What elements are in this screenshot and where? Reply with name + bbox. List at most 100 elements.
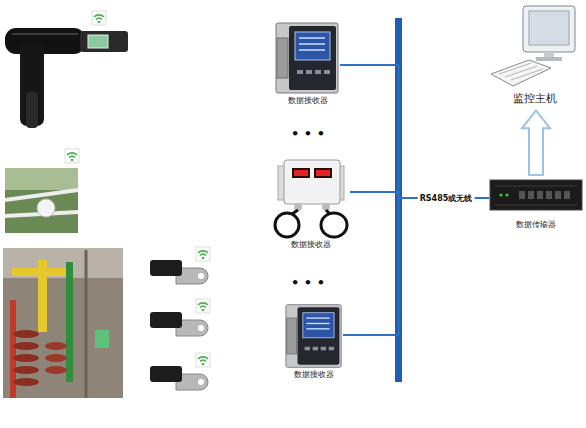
cabinet-window [95,330,109,348]
busbar-green [66,262,73,382]
wifi-badge [196,299,210,313]
insulator [13,354,39,362]
meter-button [306,70,312,74]
photo-ground [5,168,78,233]
uplink-arrow [522,110,550,175]
wifi-dot [202,363,205,366]
meter-screen [295,32,330,60]
screen-line [299,43,325,45]
wifi-badge [92,11,106,25]
switchgear-photo [3,248,123,398]
screen-line [299,49,325,51]
monitoring-host: 监控主机 [487,4,583,106]
display-frame [314,168,332,178]
data-receiver: 数据接收器 [272,158,350,250]
wifi-arc [67,153,77,155]
status-led [505,193,508,196]
wifi-badge [65,149,79,163]
meter-front [297,307,339,364]
cabinet-frame [85,250,88,398]
wifi-arc [200,254,206,255]
ellipsis-dots: • • • [291,126,325,141]
rack-picture [489,178,583,220]
bus-protocol-label: RS485或无线 [418,193,475,204]
box-body [284,160,340,204]
cabinet-back [3,248,123,278]
rack-port [564,191,570,199]
sensor-window [88,35,108,48]
ellipsis-dots: • • • [291,275,325,290]
conductor [5,190,78,200]
wifi-badge [196,353,210,367]
meter-button [324,70,330,74]
keyboard-keys [511,69,543,80]
pc-picture [487,4,583,92]
device-caption: 数据接收器 [275,96,340,106]
connector-ring [26,92,38,128]
sensor-block [150,366,182,382]
wifi-icon [196,247,210,261]
meter-housing [276,23,338,93]
rack-port [555,191,561,199]
busbar-yellow [38,260,47,332]
insulator [45,342,67,350]
screen-line [299,37,325,39]
device-caption: 数据接收器 [272,240,350,250]
meter-bracket [277,38,288,78]
device-caption: 数据接收器 [285,370,343,380]
meter-picture [275,20,340,96]
connector-highlight [12,33,78,35]
cabinet-interior [3,248,123,398]
sensor-housing [80,31,128,52]
rack-ridge [495,186,577,187]
meter-button [329,347,334,351]
insulator [13,378,39,386]
meter-button [305,347,310,351]
wifi-dot [98,21,101,24]
display-digits [316,170,330,176]
wifi-arc [200,306,206,307]
meter-picture [285,302,343,370]
insulator [45,366,67,374]
sensor-tab-hole [198,273,204,279]
sensor-tab-hole [198,325,204,331]
meter-housing [286,305,341,368]
photo-sky [5,168,78,190]
wifi-arc [198,303,208,305]
device-caption: 数据传输器 [489,220,583,230]
device-caption: 监控主机 [487,92,583,106]
cable-gland [322,203,330,211]
wifi-dot [71,159,74,162]
overhead-line-photo [5,168,78,233]
keyboard-keys [505,66,537,77]
sensor-tab-hole [198,379,204,385]
wifi-arc [198,357,208,359]
insulator [13,366,39,374]
wifi-badge [196,247,210,261]
data-receiver: 数据接收器 [285,302,343,380]
wifi-dot [202,257,205,260]
connector-body [5,28,85,54]
meter-screen [303,313,334,338]
monitor-base [536,57,562,61]
display-frame [292,168,310,178]
insulator [45,354,67,362]
wifi-arc [94,15,104,17]
line-sensor [37,199,55,217]
wifi-icon [92,11,106,25]
rack-port [537,191,543,199]
rack-port [519,191,525,199]
monitor-screen [529,11,569,45]
cable-connector-illustration [5,28,128,128]
rack-ridge [495,205,577,206]
keyboard [491,60,551,86]
data-receiver: 数据接收器 [275,20,340,106]
cable-loop [321,213,347,237]
monitor-frame [523,6,575,52]
rack-port [546,191,552,199]
cable-gland [294,203,302,211]
bus-connector [343,198,489,335]
wifi-icon [196,299,210,313]
screen-line [306,323,329,324]
